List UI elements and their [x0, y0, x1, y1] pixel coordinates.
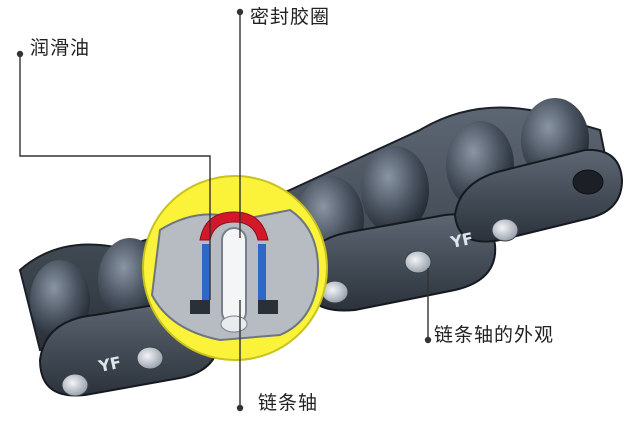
leader-oil — [19, 54, 211, 300]
label-seal-ring: 密封胶圈 — [250, 6, 331, 28]
leader-dot — [236, 404, 244, 412]
seal-ring — [199, 211, 269, 241]
plate-fragment — [190, 300, 210, 314]
pin-hole — [572, 169, 604, 195]
bushing-right — [258, 244, 266, 306]
pin-heads — [61, 169, 604, 397]
label-lubricating-oil: 润滑油 — [30, 37, 91, 59]
cutaway-section — [142, 175, 328, 361]
pin-head — [491, 218, 519, 242]
plate-mark: YF — [448, 229, 475, 252]
pin-head — [136, 346, 164, 370]
leader-dot — [236, 8, 244, 16]
chain-pin-section — [221, 227, 247, 325]
leader-lines — [19, 12, 429, 408]
label-pin-appearance: 链条轴的外观 — [434, 324, 555, 346]
roller — [361, 146, 429, 234]
plate-mark: YF — [96, 353, 123, 376]
bushing-left — [202, 244, 210, 306]
side-plate — [298, 213, 497, 312]
plate-fragment — [258, 300, 278, 314]
leader-dots — [16, 8, 432, 412]
label-chain-pin: 链条轴 — [258, 392, 319, 414]
pin-end — [220, 315, 248, 333]
leader-dot — [424, 336, 432, 344]
leader-dot — [16, 50, 24, 58]
pin-head — [61, 373, 89, 397]
pin-head — [404, 250, 432, 274]
